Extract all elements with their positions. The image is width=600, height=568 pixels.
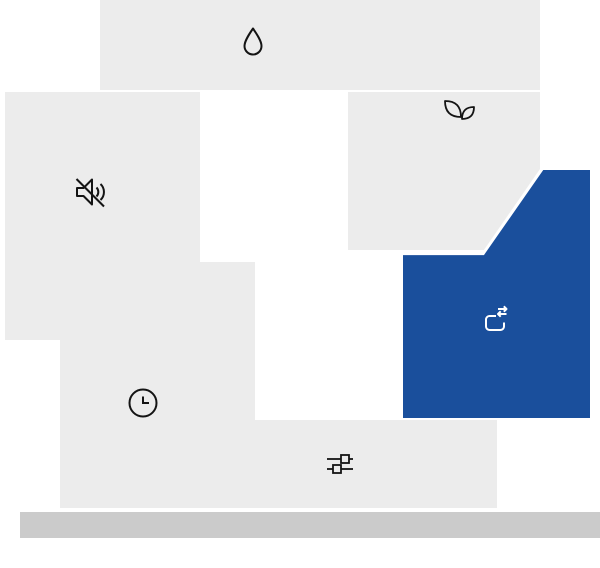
faucet-swap-icon	[477, 304, 513, 340]
water-drop-icon	[235, 24, 271, 60]
tile-time[interactable]	[60, 262, 255, 420]
tile-water[interactable]	[100, 0, 540, 90]
leaf-icon	[441, 95, 479, 133]
bottom-bar	[20, 512, 600, 538]
tile-settings[interactable]	[60, 420, 497, 508]
speaker-muted-icon	[69, 171, 111, 213]
clock-icon	[127, 387, 159, 419]
sliders-icon	[323, 447, 357, 481]
